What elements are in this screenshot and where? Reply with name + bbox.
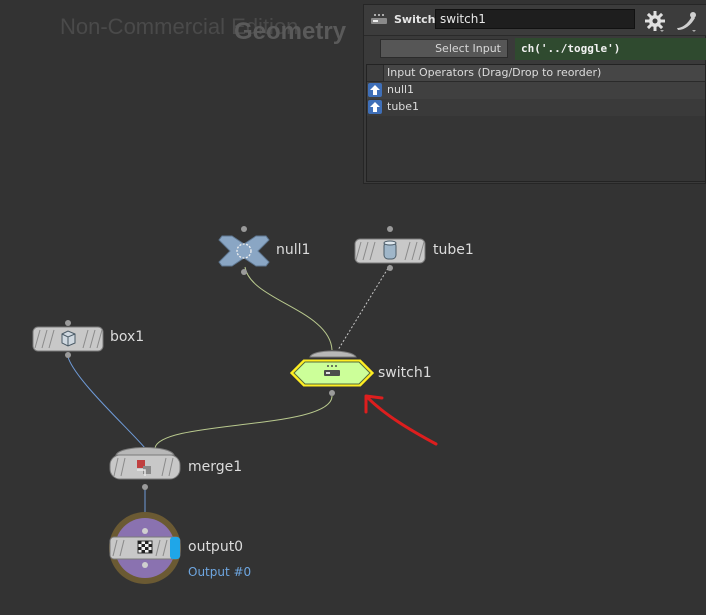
switch-icon xyxy=(371,14,387,24)
wire-switch-to-merge xyxy=(154,395,333,449)
input-operators-header-label: Input Operators (Drag/Drop to reorder) xyxy=(387,66,602,79)
select-input-param: Select Input ch('../toggle') xyxy=(364,37,706,63)
output0-node[interactable] xyxy=(109,512,181,584)
output0-sublabel: Output #0 xyxy=(188,565,252,579)
box1-label: box1 xyxy=(110,329,145,345)
non-commercial-watermark: Non-Commercial Edition xyxy=(60,14,299,39)
gear-icon[interactable] xyxy=(644,10,666,32)
parameter-panel: Switch switch1 Select Input ch('../toggl… xyxy=(363,4,706,184)
list-item-label: null1 xyxy=(387,83,415,96)
annotation-arrow-switch xyxy=(364,394,438,446)
box1-node[interactable] xyxy=(32,320,104,358)
switch-icon xyxy=(324,365,340,376)
merge-icon xyxy=(137,460,151,476)
select-input-expression-field[interactable]: ch('../toggle') xyxy=(515,38,706,60)
switch-selection-outline xyxy=(289,359,375,387)
list-item[interactable]: null1 xyxy=(367,82,705,99)
switch1-label: switch1 xyxy=(378,365,432,381)
network-context-title: Geometry xyxy=(234,18,347,45)
switch1-node[interactable] xyxy=(289,350,375,396)
output0-label: output0 xyxy=(188,539,244,555)
wrench-help-icon[interactable] xyxy=(674,10,698,32)
tube-icon xyxy=(383,240,397,260)
merge1-label: merge1 xyxy=(188,459,243,475)
wire-null-to-switch xyxy=(244,266,333,351)
list-item[interactable]: tube1 xyxy=(367,99,705,116)
arrow-up-icon[interactable] xyxy=(368,100,382,114)
output-display-flag[interactable] xyxy=(170,537,180,559)
wire-box-to-merge xyxy=(67,356,146,449)
box-icon xyxy=(61,330,76,347)
list-item-label: tube1 xyxy=(387,100,420,113)
null1-node[interactable] xyxy=(218,226,270,275)
arrow-up-icon[interactable] xyxy=(368,83,382,97)
select-input-label[interactable]: Select Input xyxy=(380,39,508,58)
merge1-node[interactable] xyxy=(109,447,181,491)
input-operators-list[interactable]: Input Operators (Drag/Drop to reorder) n… xyxy=(366,64,706,182)
node-type-label: Switch xyxy=(394,13,436,26)
checkered-flag-icon xyxy=(137,540,153,554)
input-operators-header: Input Operators (Drag/Drop to reorder) xyxy=(367,65,705,82)
null1-label: null1 xyxy=(276,242,311,258)
panel-header: Switch switch1 xyxy=(364,5,706,36)
null-icon xyxy=(236,243,252,259)
tube1-label: tube1 xyxy=(433,242,474,258)
node-name-field[interactable]: switch1 xyxy=(435,9,635,29)
tube1-node[interactable] xyxy=(354,226,426,271)
wire-tube-to-switch xyxy=(337,264,391,351)
